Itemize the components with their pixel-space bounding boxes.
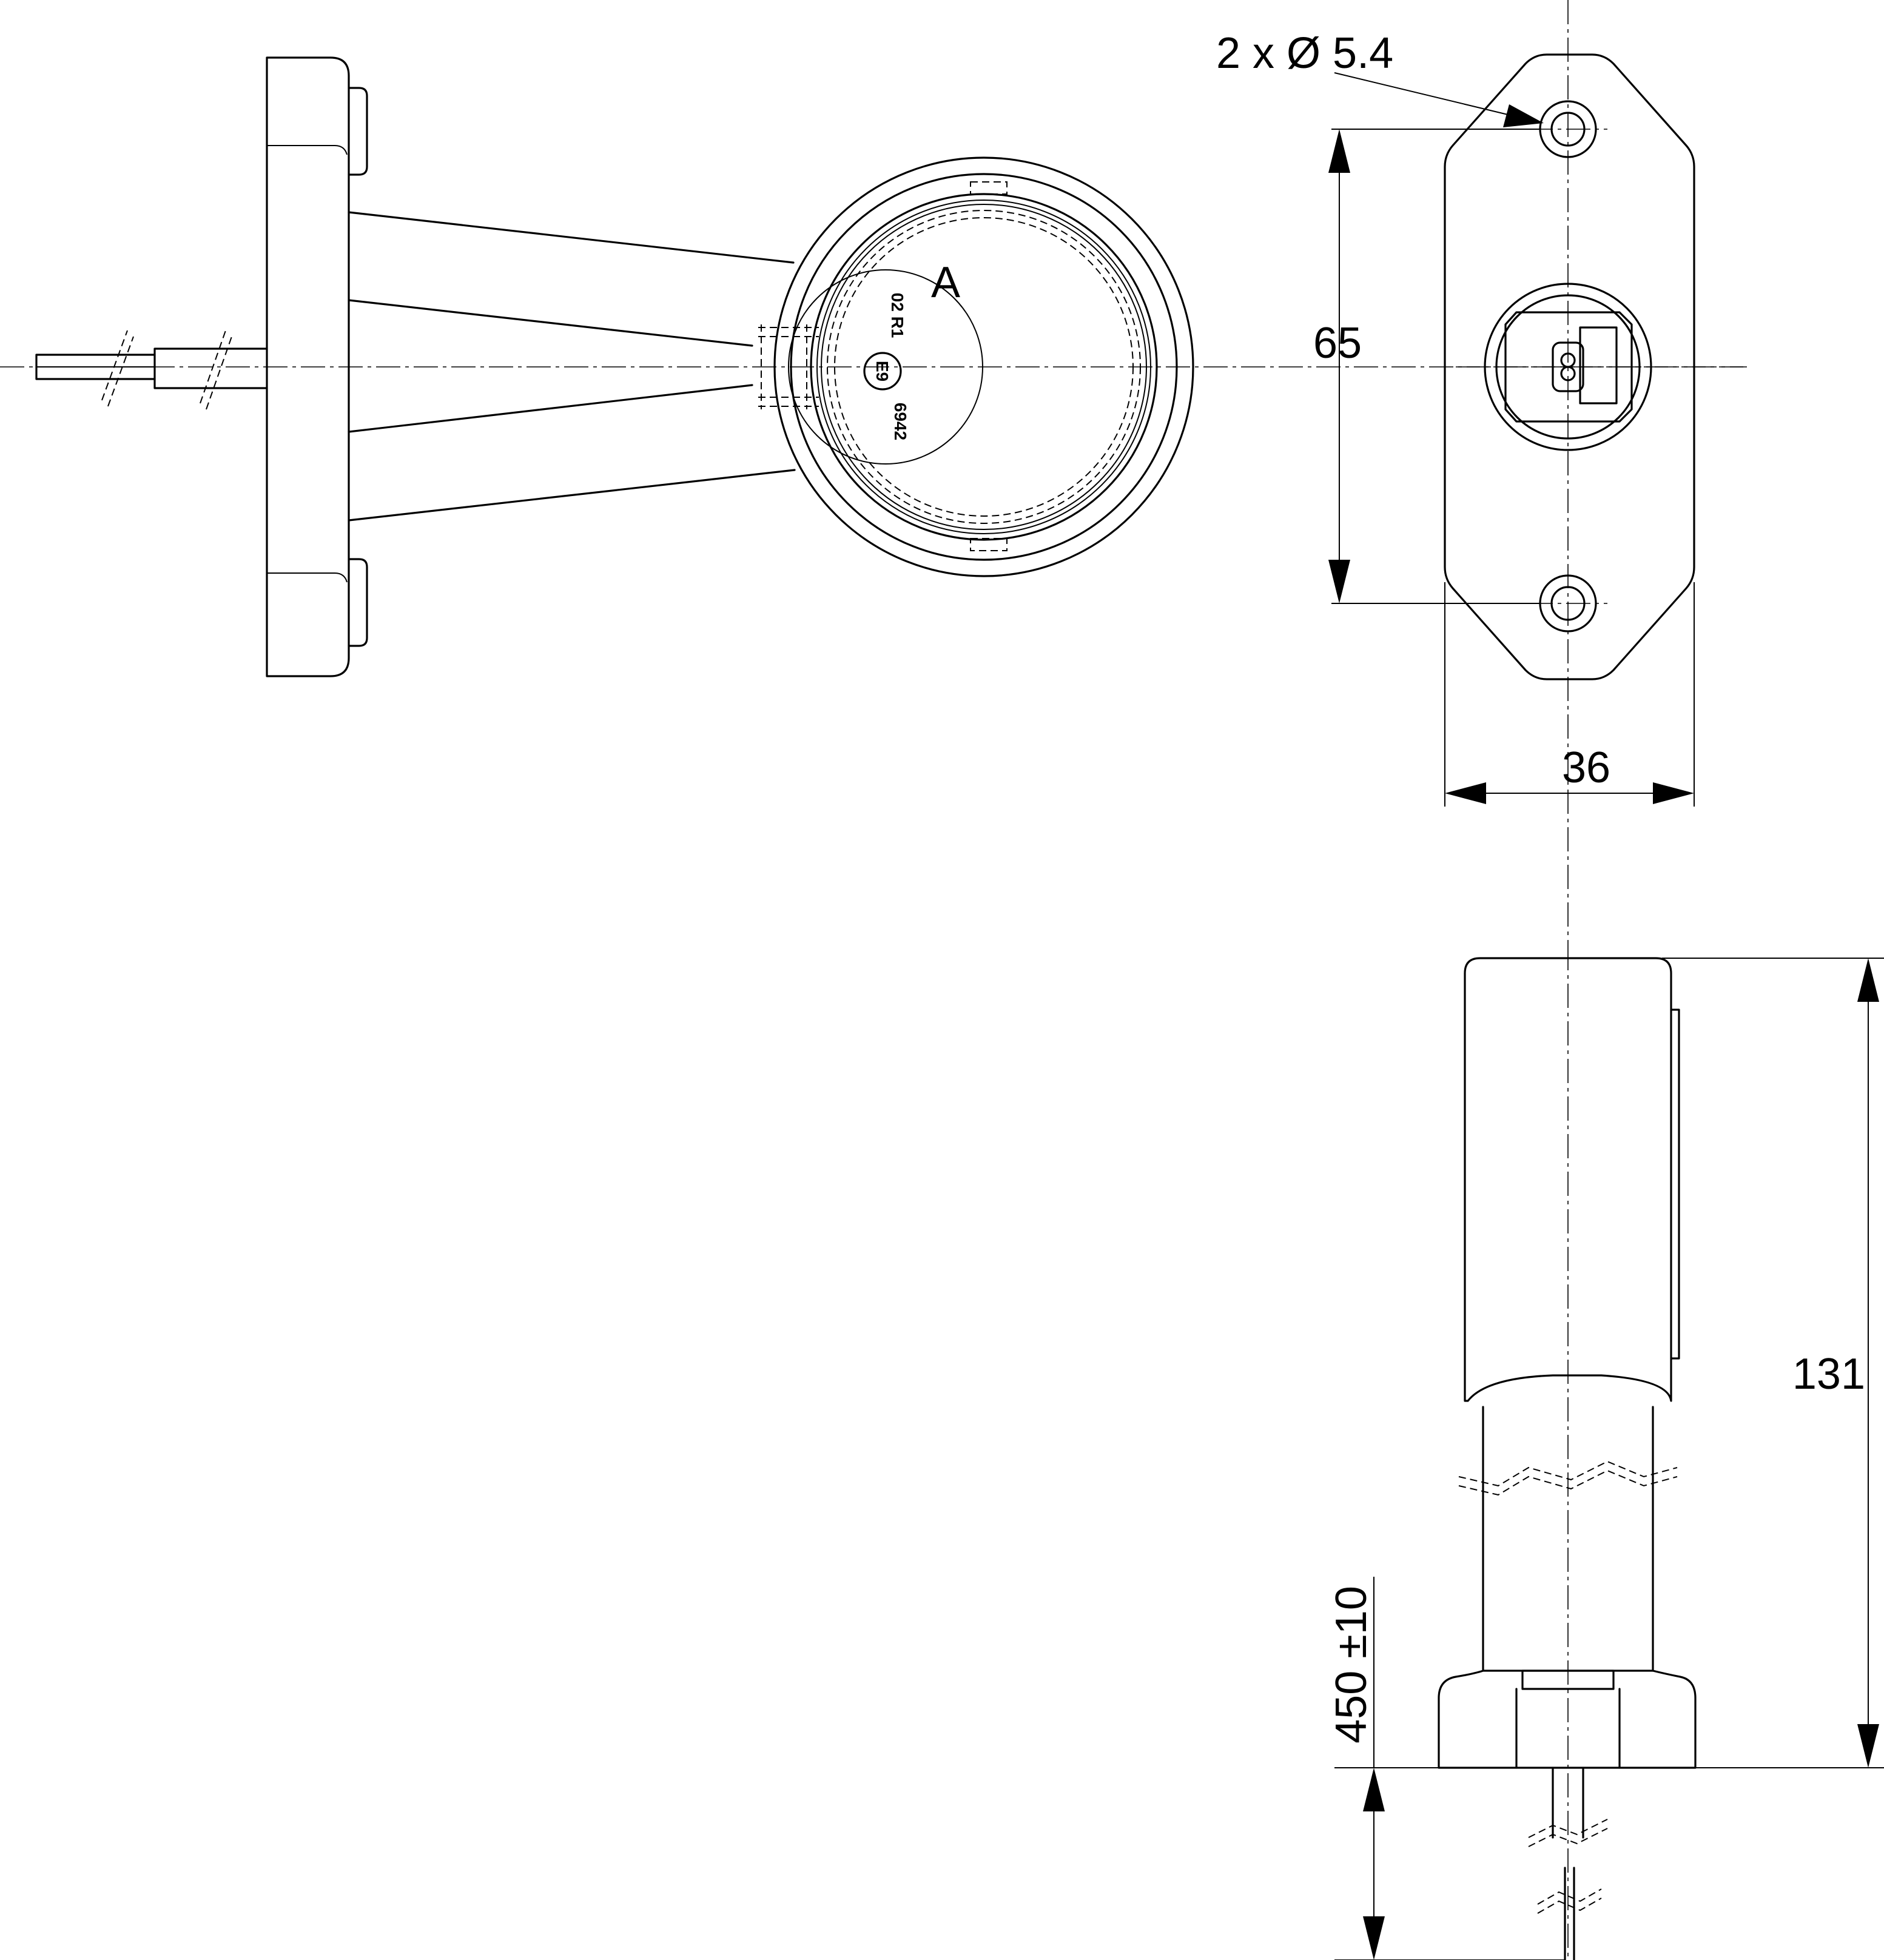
dim-36: 36 bbox=[1444, 582, 1695, 807]
approval-ref: 02 R1 bbox=[888, 293, 907, 338]
dim-450: 450 ±10 bbox=[1327, 1577, 1565, 1960]
front-plate-outline bbox=[1444, 53, 1695, 680]
detail-a: A E9 02 R1 6942 bbox=[788, 258, 983, 465]
hole-callout: 2 x Ø 5.4 bbox=[1216, 29, 1544, 127]
lower-arm bbox=[1482, 1406, 1654, 1672]
dim-131: 131 bbox=[1662, 958, 1884, 1768]
dim-450-label: 450 ±10 bbox=[1327, 1586, 1376, 1744]
dim-65-label: 65 bbox=[1313, 319, 1362, 368]
side-view: A E9 02 R1 6942 bbox=[0, 56, 1747, 677]
front-view: 2 x Ø 5.4 65 36 bbox=[1216, 0, 1747, 946]
hole-callout-text: 2 x Ø 5.4 bbox=[1216, 29, 1393, 78]
arm bbox=[348, 211, 819, 522]
dim-65: 65 bbox=[1313, 129, 1541, 604]
lower-arm-break bbox=[1458, 1460, 1678, 1496]
approval-number: 6942 bbox=[891, 403, 910, 440]
approval-mark: E9 bbox=[873, 361, 892, 381]
lower-head-block bbox=[1464, 957, 1672, 1402]
lower-base bbox=[1438, 1670, 1697, 1769]
detail-letter: A bbox=[931, 258, 960, 307]
side-cable bbox=[35, 330, 268, 410]
lower-cable bbox=[1528, 1767, 1608, 1960]
base-plate bbox=[266, 56, 368, 677]
lower-view: 131 450 ±10 bbox=[1327, 946, 1884, 1960]
dim-36-label: 36 bbox=[1562, 743, 1610, 792]
lamp-head bbox=[773, 156, 1194, 577]
dim-131-label: 131 bbox=[1792, 1350, 1865, 1398]
front-connector bbox=[1484, 283, 1652, 451]
